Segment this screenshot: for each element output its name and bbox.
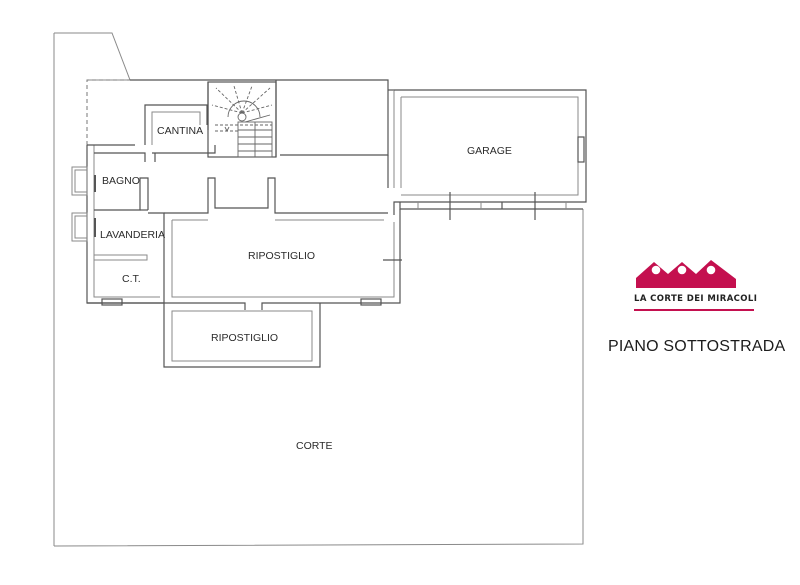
room-label-cantina: CANTINA [157,125,203,137]
staircase-icon [211,85,273,158]
left-windows [71,166,96,242]
house-walls [86,79,402,368]
room-label-garage: GARAGE [467,145,512,157]
room-label-corte: CORTE [296,440,333,452]
dashed-outline [86,79,130,145]
room-label-ripostiglio-main: RIPOSTIGLIO [248,250,315,262]
lot-boundary [53,32,584,547]
room-label-ripostiglio-small: RIPOSTIGLIO [211,332,278,344]
floor-title: PIANO SOTTOSTRADA [608,338,786,355]
room-label-bagno: BAGNO [102,175,140,187]
brand-underline [634,309,754,311]
three-houses-logo-icon [636,260,736,288]
room-label-ct: C.T. [122,273,141,285]
brand-name: LA CORTE DEI MIRACOLI [634,294,758,304]
room-label-lavanderia: LAVANDERIA [100,229,165,241]
garage-walls [393,89,587,220]
